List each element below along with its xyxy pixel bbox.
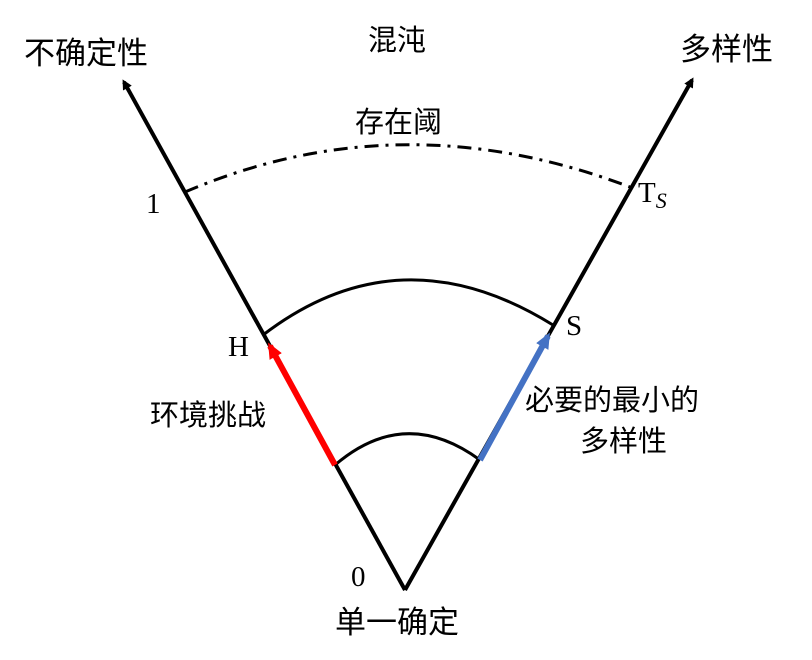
uncertainty-label: 不确定性 <box>24 36 148 72</box>
diversity-label: 多样性 <box>680 32 773 68</box>
environment-challenge-label: 环境挑战 <box>150 398 266 432</box>
diversity-axis <box>403 77 694 591</box>
inner-arc <box>334 432 481 467</box>
uncertainty-axis <box>122 79 407 591</box>
minimal-diversity-label-line1: 必要的最小的 <box>525 383 699 417</box>
point-ts-subscript: S <box>656 188 667 213</box>
point-h-label: H <box>228 331 249 363</box>
point-zero-label: 0 <box>351 561 366 593</box>
single-certainty-label: 单一确定 <box>335 605 459 641</box>
chaos-label: 混沌 <box>368 23 426 57</box>
existence-threshold-label: 存在阈 <box>355 105 442 139</box>
point-s-label: S <box>566 310 582 342</box>
environment-challenge-arrow <box>267 342 338 467</box>
point-ts-label: TS <box>638 177 667 213</box>
existence-threshold-curve <box>184 143 631 194</box>
point-ts-main: T <box>638 177 656 209</box>
hs-arc <box>262 278 554 337</box>
minimal-diversity-arrow <box>477 332 551 462</box>
point-one-label: 1 <box>146 188 161 220</box>
minimal-diversity-label-line2: 多样性 <box>580 424 667 458</box>
